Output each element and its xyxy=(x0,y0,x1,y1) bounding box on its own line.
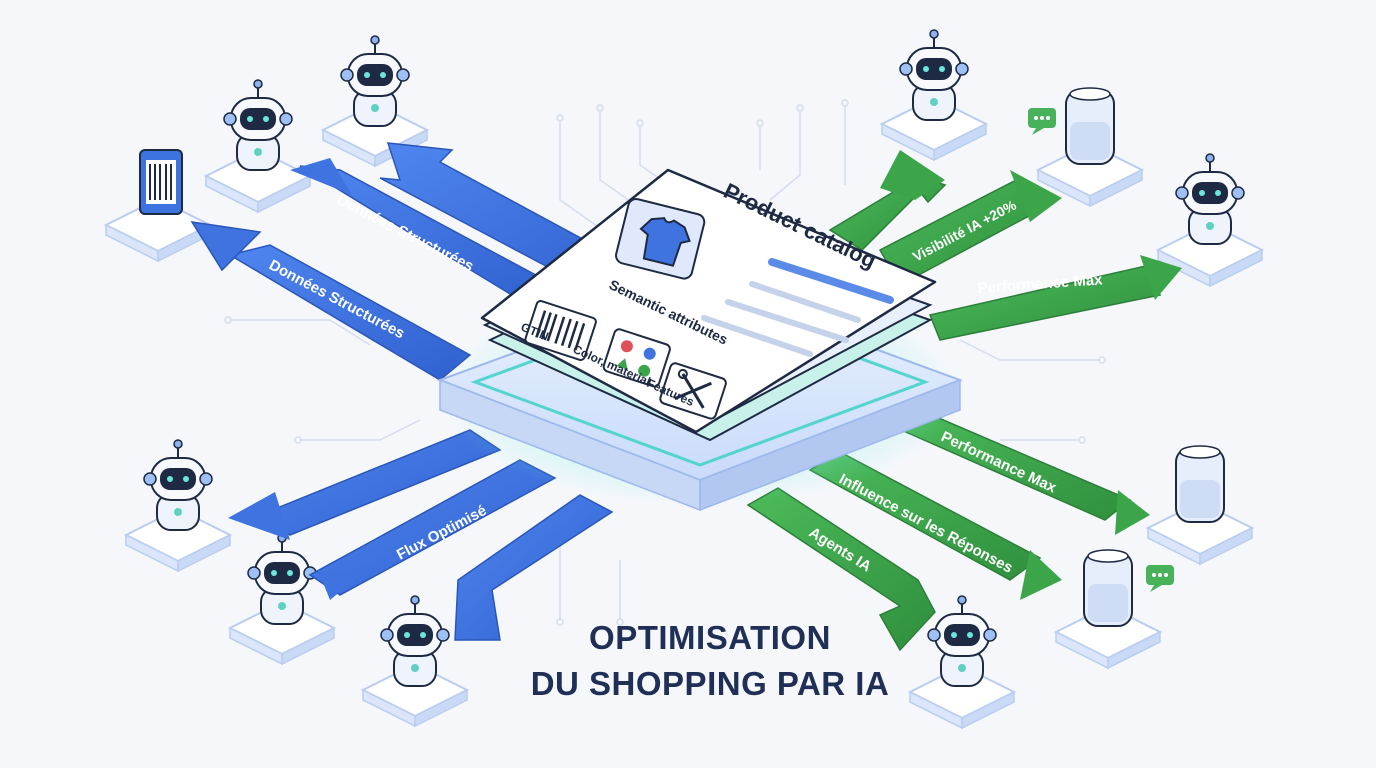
barcode-icon xyxy=(139,149,183,215)
shapes-icon xyxy=(602,328,671,388)
card-text-lines xyxy=(701,258,894,357)
main-title-line-2: DU SHOPPING PAR IA xyxy=(530,665,890,702)
robot-icon xyxy=(223,79,293,171)
robot-icon xyxy=(247,533,317,625)
arrow-green-upper-1 xyxy=(828,150,947,251)
main-title-line-1: OPTIMISATION xyxy=(589,619,831,656)
product-catalog-card: Product catalog Semantic attributes GTIN xyxy=(480,168,937,434)
chat-bubble-icon xyxy=(1146,565,1174,592)
robot-station-bottom-left-2 xyxy=(229,533,335,665)
robot-icon xyxy=(1175,153,1245,245)
smart-speaker-icon xyxy=(1065,87,1115,165)
robot-station-bottom-left-3 xyxy=(362,595,468,727)
smart-speaker-icon xyxy=(1083,549,1133,627)
smart-speaker-icon xyxy=(1175,445,1225,523)
robot-icon xyxy=(380,595,450,687)
t-shirt-icon xyxy=(615,198,706,280)
barcode-station xyxy=(105,149,211,262)
arrow-green-upper-3: Performance Max xyxy=(928,255,1182,341)
robot-icon xyxy=(143,439,213,531)
robot-station-top-left-2 xyxy=(205,79,311,213)
robot-icon xyxy=(340,35,410,127)
robot-icon xyxy=(927,595,997,687)
main-title: OPTIMISATION DU SHOPPING PAR IA xyxy=(500,615,920,707)
robot-station-bottom-left-1 xyxy=(125,439,231,572)
speaker-station-bottom-right-2 xyxy=(1055,549,1174,669)
chat-bubble-icon xyxy=(1028,108,1056,135)
tools-icon xyxy=(659,362,727,420)
speaker-station-top-right xyxy=(1028,87,1143,207)
arrow-blue-lower: Flux Optimisé xyxy=(228,429,614,641)
robot-station-top-right-1 xyxy=(881,29,987,161)
barcode-icon xyxy=(524,300,597,361)
robot-icon xyxy=(899,29,969,121)
speaker-station-bottom-right-1 xyxy=(1147,445,1253,565)
arrow-label-blue-2: Données Structurées xyxy=(266,257,407,343)
